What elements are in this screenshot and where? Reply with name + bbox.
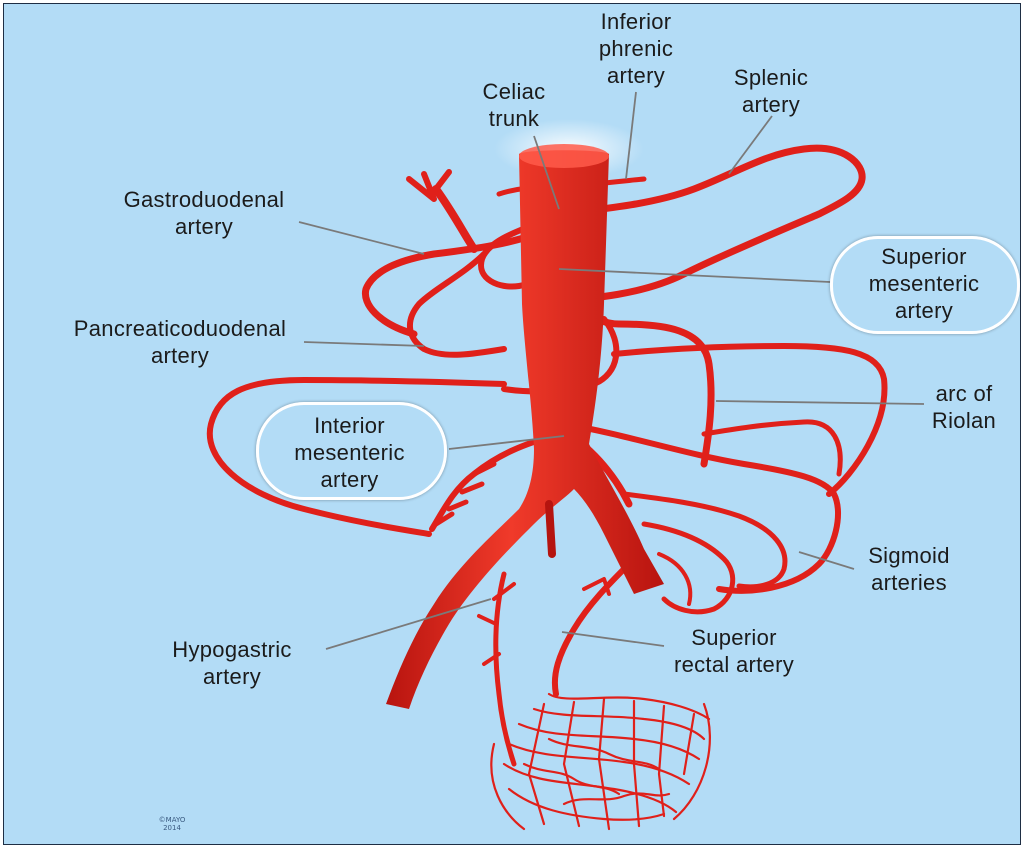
label-line: trunk — [459, 105, 569, 132]
label-line: rectal artery — [634, 651, 834, 678]
label-hypogastric-artery: Hypogastric artery — [132, 636, 332, 690]
label-line: artery — [74, 213, 334, 240]
label-line: Riolan — [909, 407, 1019, 434]
label-inferior-mesenteric-artery: Interior mesenteric artery — [262, 412, 437, 493]
label-line: Gastroduodenal — [74, 186, 334, 213]
label-line: Celiac — [459, 78, 569, 105]
label-inferior-phrenic-artery: Inferior phrenic artery — [581, 8, 691, 89]
label-line: arc of — [909, 380, 1019, 407]
label-line: artery — [716, 91, 826, 118]
label-line: Hypogastric — [132, 636, 332, 663]
hypogastric-artery — [496, 574, 514, 764]
mayo-copyright: ©MAYO 2014 — [152, 816, 192, 832]
label-celiac-trunk: Celiac trunk — [459, 78, 569, 132]
label-line: artery — [581, 62, 691, 89]
label-line: artery — [840, 297, 1008, 324]
illustration-panel: Inferior phrenic artery Celiac trunk Spl… — [3, 3, 1021, 845]
label-gastroduodenal-artery: Gastroduodenal artery — [74, 186, 334, 240]
label-line: Superior — [634, 624, 834, 651]
copyright-line: 2014 — [152, 824, 192, 832]
label-arc-of-riolan: arc of Riolan — [909, 380, 1019, 434]
rectal-vascular-network — [491, 694, 710, 829]
leader-hypogastric — [326, 599, 491, 649]
label-line: Inferior — [581, 8, 691, 35]
label-pancreaticoduodenal-artery: Pancreaticoduodenal artery — [4, 315, 356, 369]
label-line: Superior — [840, 243, 1008, 270]
label-line: artery — [262, 466, 437, 493]
label-line: Interior — [262, 412, 437, 439]
label-superior-rectal-artery: Superior rectal artery — [634, 624, 834, 678]
label-splenic-artery: Splenic artery — [716, 64, 826, 118]
leader-arc-of-riolan — [716, 401, 924, 404]
label-line: arteries — [849, 569, 969, 596]
label-line: mesenteric — [840, 270, 1008, 297]
label-line: mesenteric — [262, 439, 437, 466]
label-line: artery — [4, 342, 356, 369]
copyright-line: ©MAYO — [152, 816, 192, 824]
label-line: phrenic — [581, 35, 691, 62]
label-line: Sigmoid — [849, 542, 969, 569]
label-sigmoid-arteries: Sigmoid arteries — [849, 542, 969, 596]
label-line: artery — [132, 663, 332, 690]
label-superior-mesenteric-artery: Superior mesenteric artery — [840, 243, 1008, 324]
label-line: Pancreaticoduodenal — [4, 315, 356, 342]
label-line: Splenic — [716, 64, 826, 91]
